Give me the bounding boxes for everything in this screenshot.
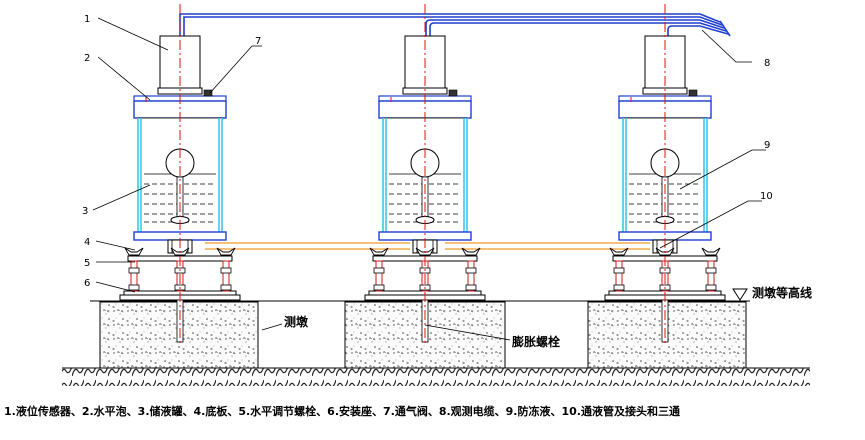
callout-5: 5	[84, 258, 90, 269]
leveling-bolt	[375, 260, 383, 292]
callout-6: 6	[84, 278, 90, 289]
bolt-nut	[220, 267, 232, 274]
leveling-bolt	[222, 260, 230, 292]
bolt-nut	[613, 267, 625, 274]
wing-nut	[170, 247, 190, 256]
bolt-label: 膨胀螺栓	[511, 334, 560, 349]
callout-1: 1	[84, 14, 90, 25]
leveling-bolt	[615, 260, 623, 292]
ground-soil	[62, 368, 810, 386]
wing-nut	[415, 247, 435, 256]
observation-cable	[179, 13, 729, 36]
wing-nut	[461, 247, 481, 256]
elevation-label: 测墩等高线	[752, 285, 812, 300]
bolt-nut	[465, 267, 477, 274]
bolt-nut	[373, 284, 385, 291]
callout-9: 9	[764, 140, 770, 151]
wing-nut	[609, 247, 629, 256]
wing-nut	[216, 247, 236, 256]
callout-2: 2	[84, 53, 90, 64]
liquid-pipe	[205, 242, 650, 250]
leader-lines	[92, 17, 766, 341]
gauge-unit-mid	[364, 4, 486, 346]
leveling-bolt	[467, 260, 475, 292]
gauge-unit-right	[604, 4, 726, 346]
bolt-nut	[220, 284, 232, 291]
bolt-nut	[128, 267, 140, 274]
vent-valve	[688, 89, 698, 97]
leveling-bolt	[707, 260, 715, 292]
callout-8: 8	[764, 58, 770, 69]
bolt-nut	[705, 267, 717, 274]
pier-label: 测墩	[284, 314, 309, 329]
vent-valve	[448, 89, 458, 97]
wing-nut	[124, 247, 144, 256]
vent-valve	[203, 89, 213, 97]
gauge-unit-left	[119, 4, 241, 346]
callout-10: 10	[760, 191, 773, 202]
bolt-nut	[613, 284, 625, 291]
elevation-marker	[732, 288, 748, 301]
callout-7: 7	[255, 36, 261, 47]
legend-caption: 1.液位传感器、2.水平泡、3.储液罐、4.底板、5.水平调节螺栓、6.安装座、…	[4, 405, 680, 418]
wing-nut	[701, 247, 721, 256]
leveling-bolt	[130, 260, 138, 292]
callout-4: 4	[84, 237, 90, 248]
bolt-nut	[705, 284, 717, 291]
bolt-nut	[465, 284, 477, 291]
cable-end	[719, 20, 731, 37]
wing-nut	[369, 247, 389, 256]
wing-nut	[655, 247, 675, 256]
callout-3: 3	[82, 206, 88, 217]
bolt-nut	[373, 267, 385, 274]
bolt-nut	[128, 284, 140, 291]
